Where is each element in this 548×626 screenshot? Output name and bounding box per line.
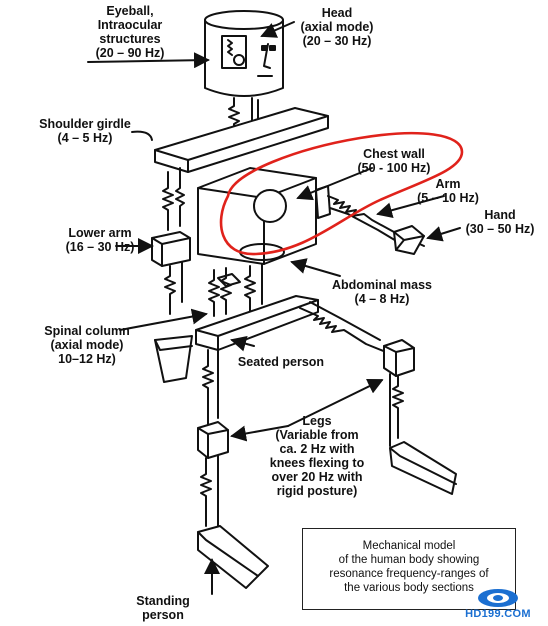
label-hand: Hand (30 – 50 Hz) (465, 208, 535, 236)
watermark-logo (478, 589, 518, 607)
head-cylinder (204, 10, 284, 97)
label-standing-person: Standing person (136, 594, 190, 622)
label-chest-wall: Chest wall (50 - 100 Hz) (357, 147, 431, 175)
shoulder-beam (154, 107, 329, 173)
right-hand-block (393, 225, 425, 255)
label-legs: Legs (Variable from ca. 2 Hz with knees … (269, 414, 365, 498)
label-shoulder-girdle: Shoulder girdle (4 – 5 Hz) (39, 117, 131, 145)
chest-wall-highlight (219, 131, 464, 256)
label-eyeball: Eyeball, Intraocular structures (20 – 90… (95, 4, 165, 60)
label-head: Head (axial mode) (20 – 30 Hz) (300, 6, 374, 48)
pelvis-beam (195, 295, 319, 351)
left-lower-arm-block (151, 231, 191, 267)
label-spinal-column: Spinal column (axial mode) 10–12 Hz) (44, 324, 130, 366)
label-seated-person: Seated person (237, 355, 325, 369)
label-abdominal-mass: Abdominal mass (4 – 8 Hz) (331, 278, 433, 306)
knee-block (383, 339, 415, 377)
chest-box (197, 167, 317, 265)
label-arm: Arm (5 – 10 Hz) (417, 177, 479, 205)
left-knee-block (197, 421, 229, 459)
label-lower-arm: Lower arm (16 – 30 Hz) (65, 226, 135, 254)
watermark-text: HD199.COM (465, 608, 531, 620)
